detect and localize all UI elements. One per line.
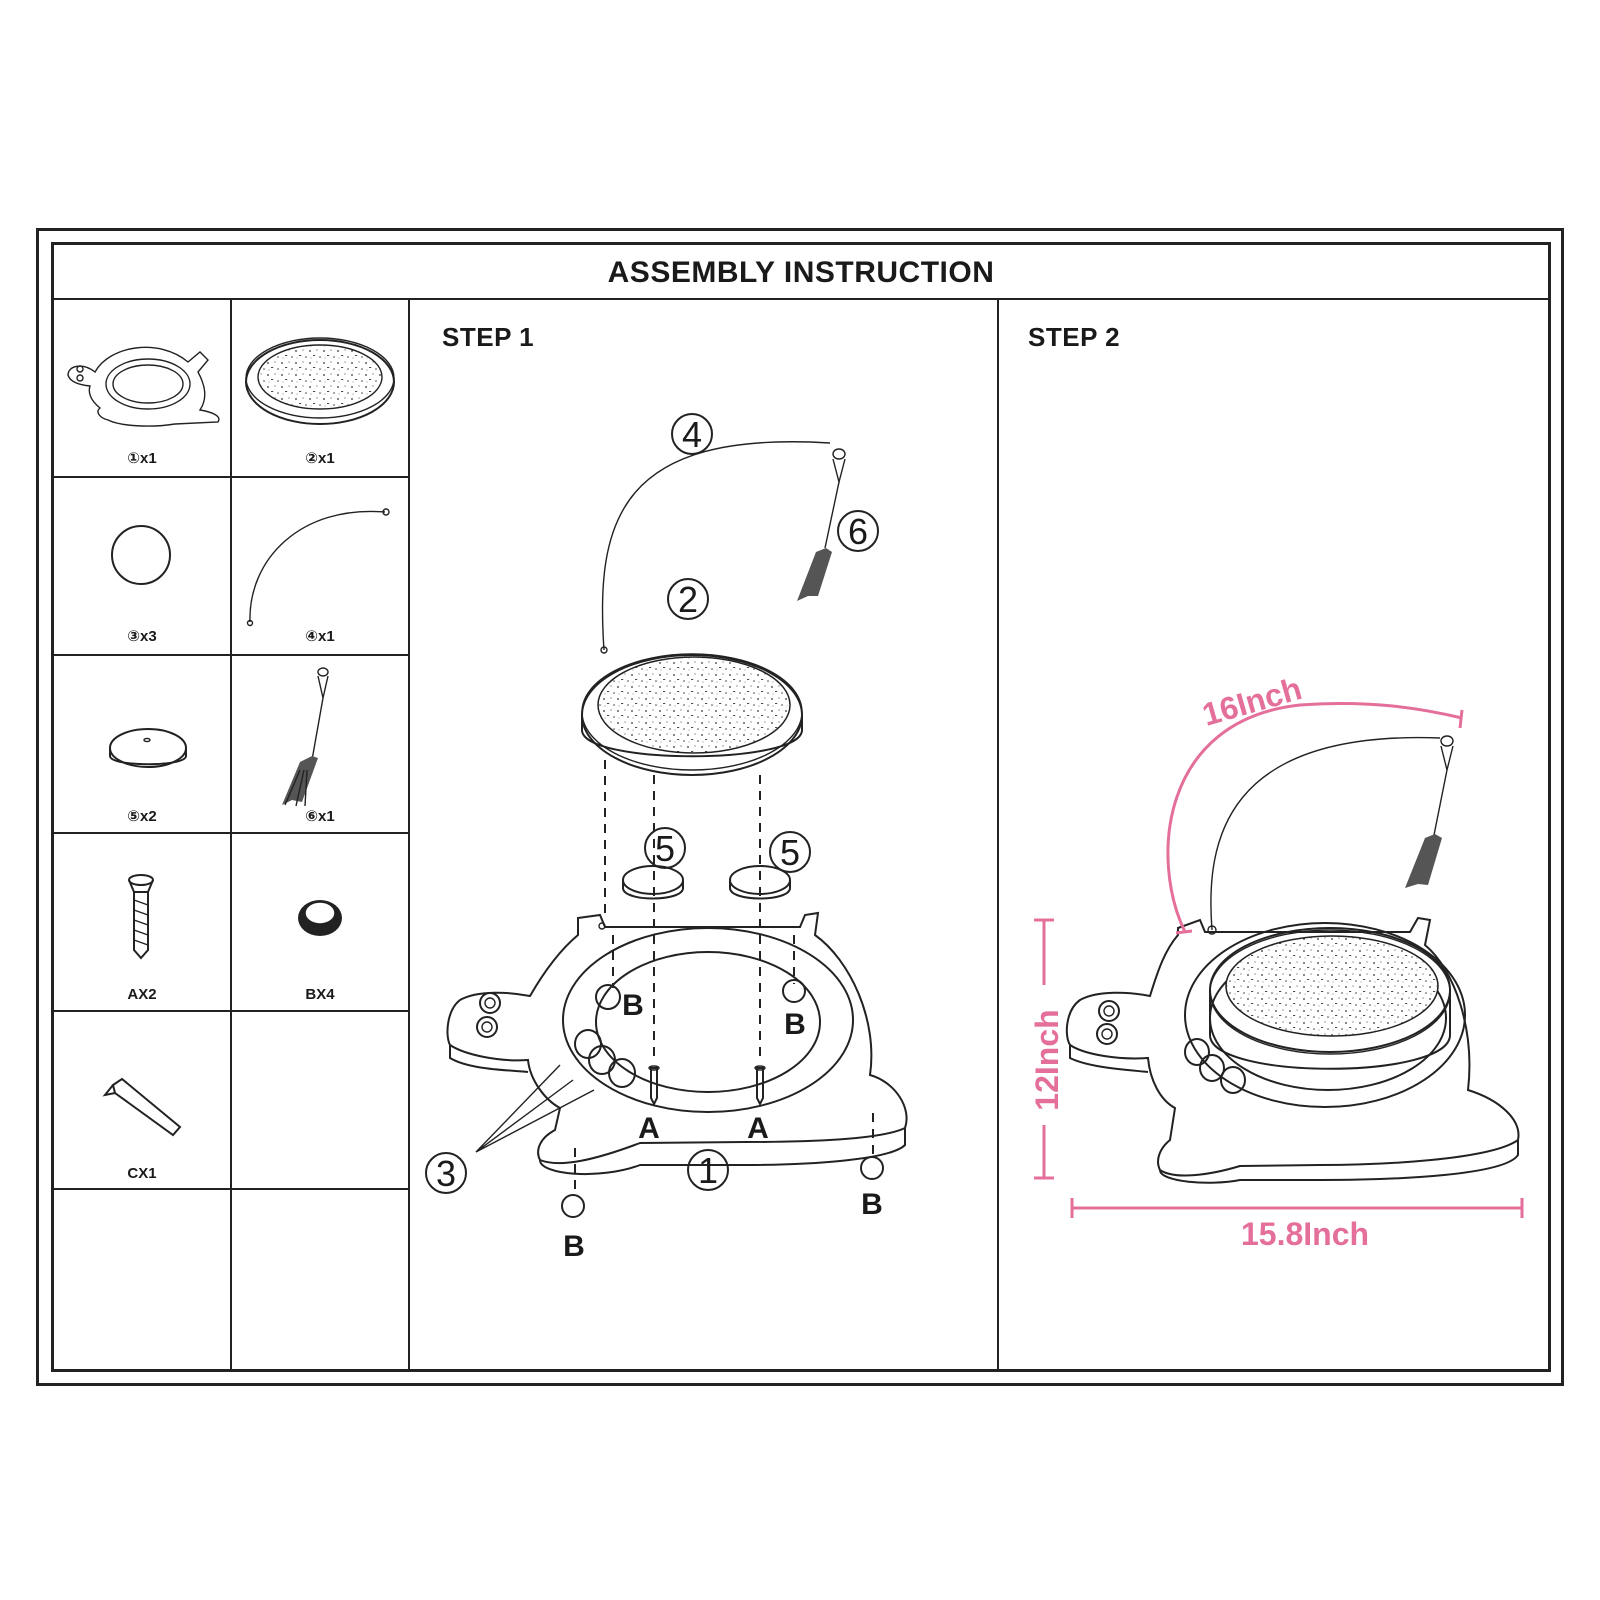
header-divider: [53, 298, 1549, 300]
step-1-title: STEP 1: [442, 322, 535, 352]
part-label-c: CX1: [127, 1165, 157, 1182]
turtle-base-icon: [67, 346, 220, 427]
hex-key-icon: [102, 1077, 182, 1137]
dimension-label-16: 16Inch: [1198, 670, 1305, 733]
callout-2: 2: [678, 579, 698, 620]
step-2-title: STEP 2: [1028, 322, 1121, 352]
callout-5-right: 5: [780, 832, 800, 873]
step1-scratch-pad: [581, 653, 803, 776]
dimension-arc-16: [1166, 701, 1464, 935]
screw-icon: [128, 874, 154, 960]
outer-frame: [36, 228, 1564, 1386]
step1-tassel: [797, 448, 846, 601]
wire-arc-icon: [246, 508, 390, 627]
part-label-6: ⑥x1: [305, 808, 335, 825]
ball-icon: [111, 525, 171, 585]
scratch-pad-icon: [245, 337, 395, 425]
grid-row-divider-4: [53, 1010, 410, 1012]
part-label-5: ⑤x2: [127, 808, 157, 825]
dimension-height-12: [1034, 918, 1054, 1180]
grid-col-divider-2: [408, 298, 410, 1370]
grid-row-divider-5: [53, 1188, 410, 1190]
foot-pad-icon: [298, 900, 342, 936]
step1-discs: [622, 865, 791, 900]
step1-foot-pads: [561, 979, 884, 1218]
step1-balls: [574, 1029, 636, 1088]
fastener-b-3: B: [563, 1230, 585, 1263]
dimension-width-158: [1070, 1198, 1524, 1218]
grid-row-divider-1: [53, 476, 410, 478]
part-label-a: AX2: [127, 986, 157, 1003]
dimension-label-158: 15.8Inch: [1241, 1216, 1369, 1252]
grid-col-divider-1: [230, 298, 232, 1370]
callout-1: 1: [698, 1150, 718, 1191]
callout-circles: [425, 413, 879, 1194]
part-label-b: BX4: [305, 986, 335, 1003]
callout-4: 4: [682, 414, 702, 455]
step1-wire: [600, 441, 831, 654]
inner-frame: [51, 242, 1551, 1372]
step2-balls: [1184, 1038, 1246, 1094]
disc-icon: [109, 728, 187, 768]
callout-3: 3: [436, 1153, 456, 1194]
fastener-b-4: B: [861, 1188, 883, 1221]
page-title: ASSEMBLY INSTRUCTION: [607, 256, 995, 289]
step2-scratch-pad: [1209, 927, 1451, 1070]
dimension-label-12: 12Inch: [1029, 1009, 1065, 1110]
grid-row-divider-3: [53, 832, 410, 834]
callout-6: 6: [848, 511, 868, 552]
step1-guide-lines: [574, 760, 874, 1195]
step1-turtle-base: [446, 911, 908, 1175]
part-label-1: ①x1: [127, 450, 157, 467]
tassel-toy-icon: [282, 667, 329, 807]
fastener-b-2: B: [784, 1008, 806, 1041]
step2-wire: [1207, 736, 1441, 935]
fastener-a-1: A: [638, 1112, 660, 1145]
part-label-4: ④x1: [305, 628, 335, 645]
fastener-b-1: B: [622, 989, 644, 1022]
grid-row-divider-2: [53, 654, 410, 656]
step1-leader-3: [475, 1064, 595, 1153]
fastener-a-2: A: [747, 1112, 769, 1145]
step2-tassel: [1405, 735, 1454, 888]
part-label-3: ③x3: [127, 628, 157, 645]
step1-screws: [648, 1065, 766, 1107]
callout-5-left: 5: [655, 828, 675, 869]
part-label-2: ②x1: [305, 450, 335, 467]
grid-col-divider-3: [997, 298, 999, 1370]
